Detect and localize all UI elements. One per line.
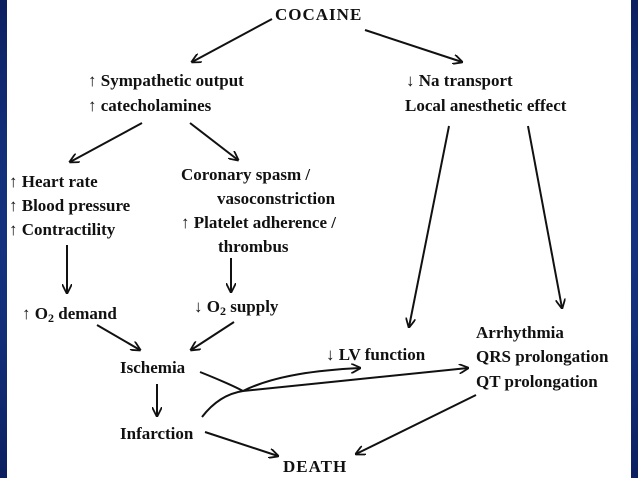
node-lv-function: ↓ LV function xyxy=(326,345,426,364)
arrow-cocaine-to-sympathetic xyxy=(192,18,273,62)
arrow-sympathetic-to-hemodynamics xyxy=(70,122,143,162)
node-o2-demand: ↑ O2 demand xyxy=(22,304,117,325)
diagram-panel xyxy=(7,0,631,478)
arrow-cocaine-to-na-transport xyxy=(364,29,462,62)
node-platelet-adherence: ↑ Platelet adherence / xyxy=(181,213,337,232)
node-thrombus: thrombus xyxy=(218,237,289,256)
node-infarction: Infarction xyxy=(120,424,194,443)
node-contractility: ↑ Contractility xyxy=(9,220,116,239)
arrow-arrhythmia-to-death xyxy=(356,394,477,454)
arrow-ischemia-to-lv-function xyxy=(199,368,360,393)
node-death: DEATH xyxy=(283,457,348,476)
node-cocaine: COCAINE xyxy=(275,5,363,24)
arrow-sympathetic-to-coronary xyxy=(189,122,238,160)
node-vasoconstriction: vasoconstriction xyxy=(217,189,336,208)
node-heart-rate: ↑ Heart rate xyxy=(9,172,98,191)
arrow-infarction-to-lv-function xyxy=(201,390,244,418)
arrow-ischemia-infarction-to-arrhythmia xyxy=(242,368,468,392)
arrow-o2-supply-to-ischemia xyxy=(191,321,235,350)
node-qrs-prolongation: QRS prolongation xyxy=(476,347,609,366)
node-catecholamines: ↑ catecholamines xyxy=(88,96,212,115)
node-blood-pressure: ↑ Blood pressure xyxy=(9,196,131,215)
arrow-o2-demand-to-ischemia xyxy=(96,324,140,350)
node-local-anesthetic: Local anesthetic effect xyxy=(405,96,567,115)
node-sympathetic-output: ↑ Sympathetic output xyxy=(88,71,244,90)
arrow-na-to-lv-function xyxy=(409,125,450,327)
node-qt-prolongation: QT prolongation xyxy=(476,372,598,391)
node-ischemia: Ischemia xyxy=(120,358,186,377)
arrow-na-to-arrhythmia xyxy=(527,125,562,308)
node-coronary-spasm: Coronary spasm / xyxy=(181,165,311,184)
arrow-infarction-to-death xyxy=(204,431,278,456)
node-arrhythmia: Arrhythmia xyxy=(476,323,564,342)
node-na-transport: ↓ Na transport xyxy=(406,71,513,90)
node-o2-supply: ↓ O2 supply xyxy=(194,297,279,318)
